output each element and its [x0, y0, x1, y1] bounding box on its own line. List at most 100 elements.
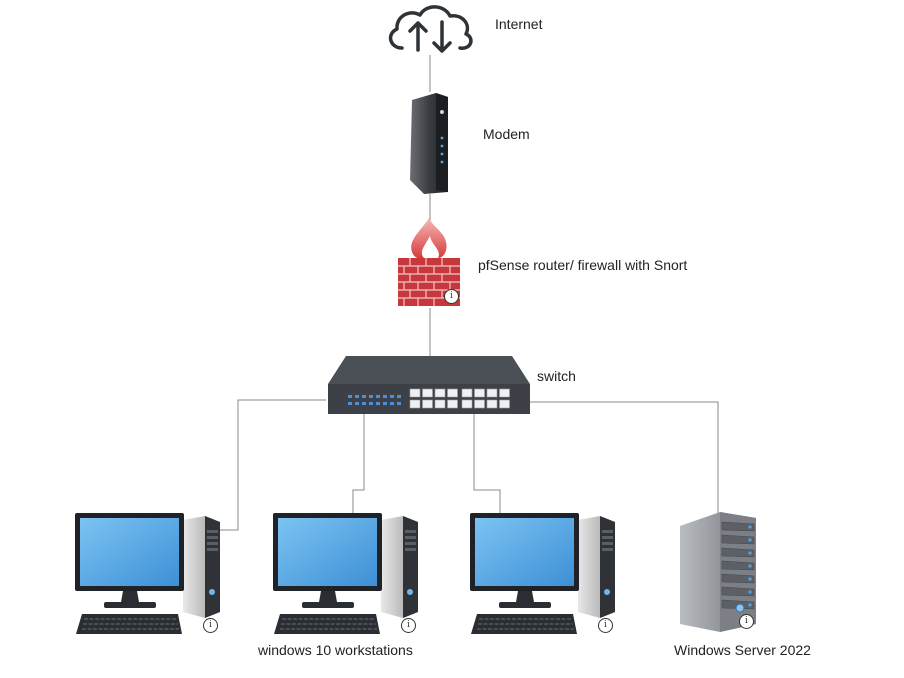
monitor-stand: [302, 602, 354, 608]
modem-label: Modem: [483, 126, 530, 142]
monitor-screen: [278, 518, 377, 586]
monitor-stand: [104, 602, 156, 608]
ethernet-port: [499, 399, 510, 409]
connection-lines: [220, 55, 719, 531]
status-led: [376, 402, 380, 405]
monitor-stand: [499, 602, 551, 608]
workstations-group: [75, 513, 615, 634]
ethernet-port: [486, 388, 498, 398]
pc-tower-front: [403, 516, 418, 618]
drive-slot: [602, 548, 613, 551]
workstation-2-info-icon[interactable]: i: [401, 618, 416, 633]
status-led: [348, 395, 352, 398]
ethernet-port: [474, 388, 485, 398]
pc-tower-front: [205, 516, 220, 618]
switch-label: switch: [537, 368, 576, 384]
drive-led: [748, 551, 752, 555]
ethernet-port: [422, 399, 433, 409]
status-led: [355, 395, 359, 398]
monitor-neck: [121, 591, 139, 602]
status-led: [369, 395, 373, 398]
monitor-screen: [475, 518, 574, 586]
monitor-neck: [516, 591, 534, 602]
drive-slot: [405, 542, 416, 545]
server-drive-bays: [721, 521, 755, 610]
link-switch-workstation-2: [352, 414, 365, 515]
monitor-screen: [80, 518, 179, 586]
drive-led: [748, 577, 752, 581]
drive-slot: [405, 548, 416, 551]
ethernet-port: [499, 388, 510, 398]
modem-icon: [410, 93, 448, 194]
drive-bay: [721, 586, 755, 597]
ethernet-port: [409, 399, 421, 409]
monitor-neck: [319, 591, 337, 602]
status-led: [383, 395, 387, 398]
ethernet-port: [434, 388, 446, 398]
ethernet-port: [409, 388, 421, 398]
drive-slot: [602, 542, 613, 545]
status-led: [397, 402, 401, 405]
workstation-3-info-icon[interactable]: i: [598, 618, 613, 633]
link-switch-workstation-3: [473, 414, 501, 515]
ethernet-port: [434, 399, 446, 409]
switch-status-leds: [348, 395, 401, 405]
link-switch-workstation-1: [220, 399, 326, 531]
drive-slot: [207, 530, 218, 533]
drive-led: [748, 538, 752, 542]
ethernet-port: [486, 399, 498, 409]
drive-led: [748, 525, 752, 529]
status-led: [348, 402, 352, 405]
power-button: [209, 589, 215, 595]
status-led: [383, 402, 387, 405]
ethernet-port: [447, 399, 458, 409]
pc-tower-front: [600, 516, 615, 618]
server-tower-icon: [680, 512, 756, 632]
ethernet-port: [474, 399, 485, 409]
ethernet-port: [447, 388, 458, 398]
drive-slot: [405, 530, 416, 533]
drive-slot: [602, 530, 613, 533]
ethernet-port: [422, 388, 433, 398]
ethernet-port: [461, 388, 473, 398]
desktop-computer-icon: [470, 513, 615, 634]
power-button: [407, 589, 413, 595]
status-led: [362, 402, 366, 405]
server-info-icon[interactable]: i: [739, 614, 754, 629]
workstation-1-info-icon[interactable]: i: [203, 618, 218, 633]
drive-slot: [207, 536, 218, 539]
drive-led: [748, 564, 752, 568]
drive-slot: [207, 542, 218, 545]
cloud-upload-download-icon: [388, 5, 473, 53]
drive-slot: [405, 536, 416, 539]
drive-bay: [721, 534, 755, 545]
status-led: [390, 395, 394, 398]
drive-bay: [721, 573, 755, 584]
firewall-label: pfSense router/ firewall with Snort: [478, 257, 688, 273]
drive-led: [748, 590, 752, 594]
status-led: [397, 395, 401, 398]
drive-led: [748, 603, 752, 607]
link-switch-server: [530, 401, 719, 515]
drive-bay: [721, 547, 755, 558]
switch-ports: [409, 388, 510, 409]
drive-slot: [207, 548, 218, 551]
status-led: [362, 395, 366, 398]
network-switch-icon: [328, 356, 530, 414]
server-label: Windows Server 2022: [674, 642, 811, 658]
workstations-label: windows 10 workstations: [258, 642, 413, 658]
desktop-computer-icon: [273, 513, 418, 634]
firewall-info-icon[interactable]: i: [444, 289, 459, 304]
drive-bay: [721, 521, 755, 532]
status-led: [369, 402, 373, 405]
drive-slot: [602, 536, 613, 539]
ethernet-port: [461, 399, 473, 409]
desktop-computer-icon: [75, 513, 220, 634]
drive-bay: [721, 560, 755, 571]
status-led: [376, 395, 380, 398]
status-led: [355, 402, 359, 405]
power-button: [604, 589, 610, 595]
internet-label: Internet: [495, 16, 543, 32]
status-led: [390, 402, 394, 405]
